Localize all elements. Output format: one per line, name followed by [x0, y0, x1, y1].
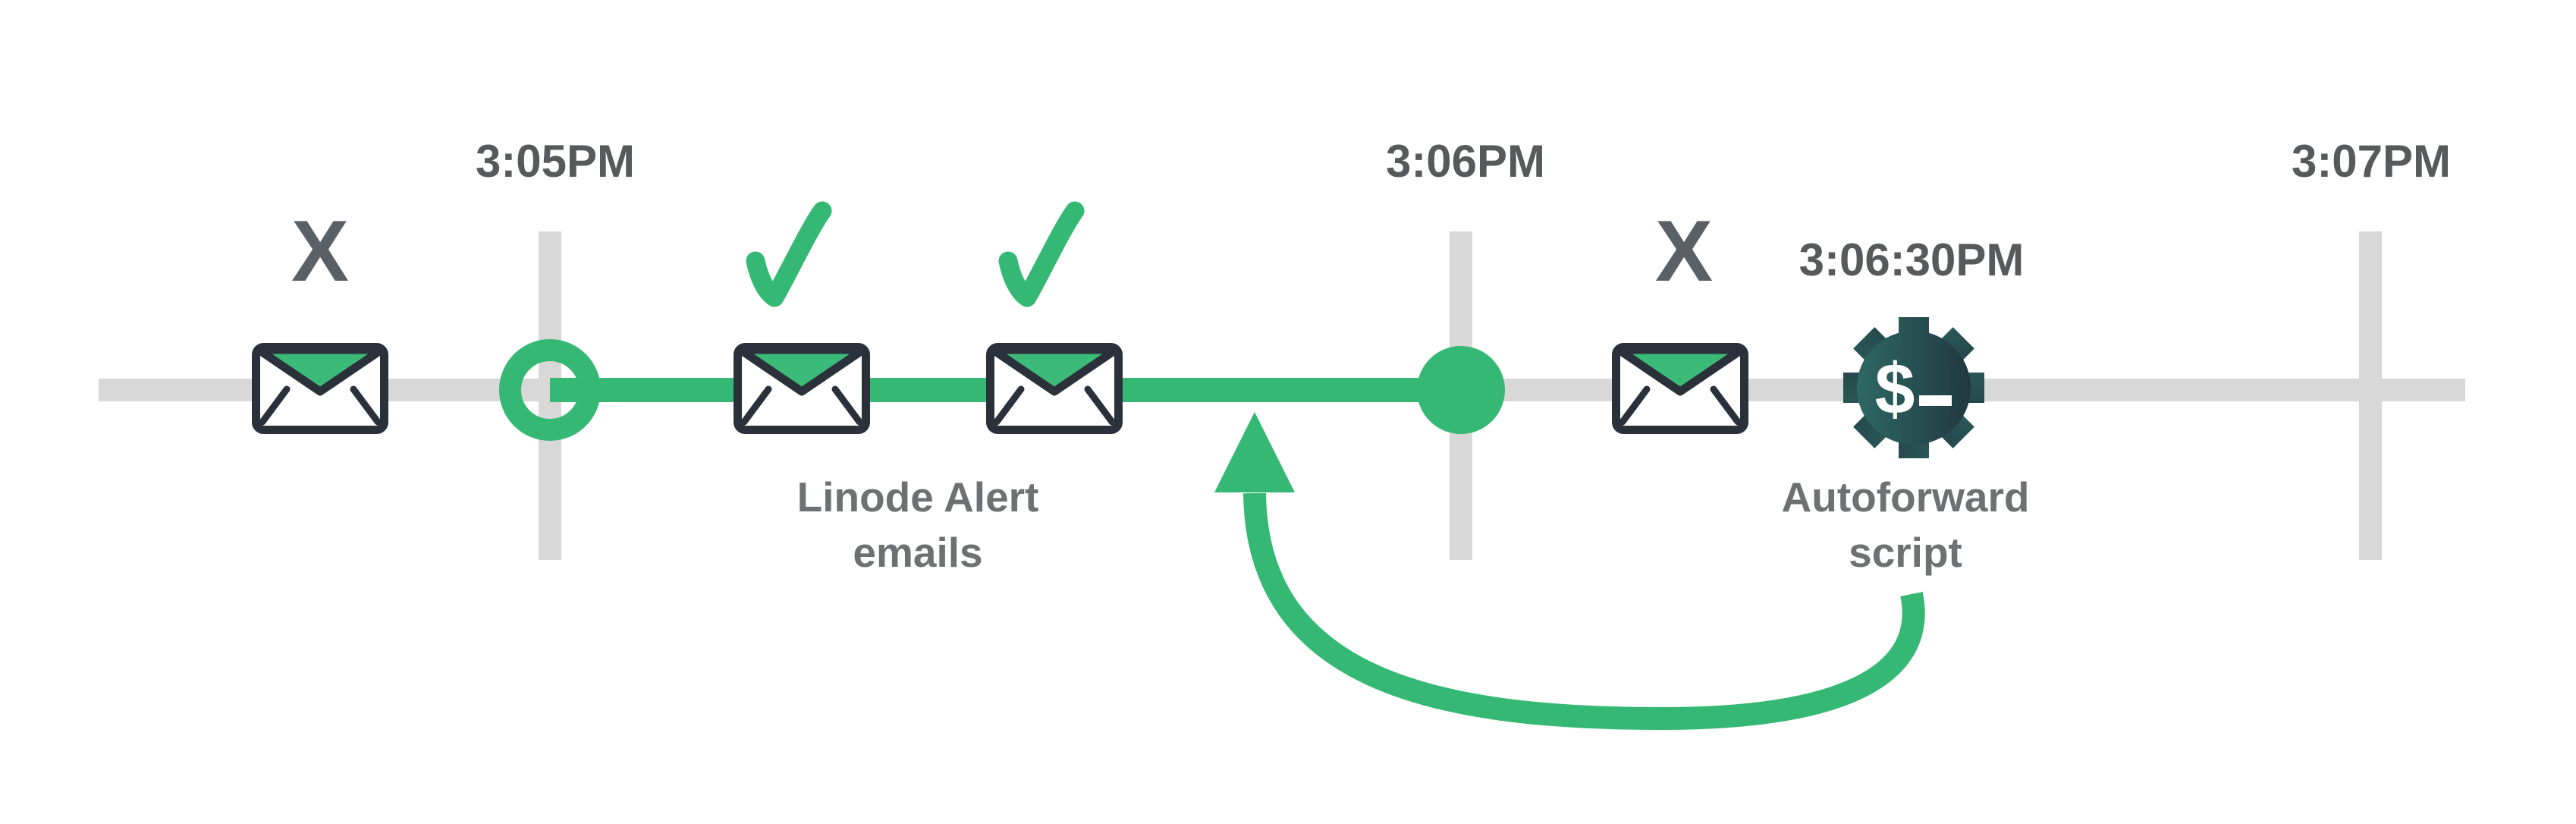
- autoforward-line1: Autoforward: [1781, 473, 2030, 521]
- window-start-ring: [499, 339, 601, 441]
- timestamp-307: 3:07PM: [2291, 136, 2452, 187]
- autoforward-arrowhead-icon: [1214, 412, 1295, 492]
- envelope-icon: [1616, 348, 1745, 430]
- timestamp-306: 3:06PM: [1385, 136, 1546, 187]
- checkmark-icon: [756, 211, 822, 297]
- cursor-underscore: [1919, 395, 1952, 406]
- envelope-icon: [991, 348, 1119, 430]
- dollar-prompt-glyph: $: [1875, 349, 1915, 429]
- timestamp-305: 3:05PM: [475, 136, 636, 187]
- checkmark-icon: [1008, 211, 1075, 297]
- autoforward-script-label: Autoforward script: [1782, 470, 2030, 580]
- failed-x-mark: X: [291, 203, 350, 300]
- time-tick-307: [2359, 231, 2382, 560]
- alert-emails-label: Linode Alert emails: [797, 470, 1039, 580]
- autoforward-line2: script: [1849, 529, 1962, 576]
- failed-x-mark: X: [1654, 203, 1714, 300]
- alert-emails-line2: emails: [853, 529, 983, 576]
- envelope-icon: [256, 348, 385, 430]
- alert-emails-line1: Linode Alert: [796, 473, 1039, 521]
- window-end-dot: [1417, 346, 1505, 434]
- envelope-icon: [738, 348, 866, 430]
- autoforward-arrow-curve: [1243, 492, 1925, 731]
- gear-terminal-icon: $: [1843, 317, 1984, 458]
- timestamp-30630: 3:06:30PM: [1798, 234, 2025, 285]
